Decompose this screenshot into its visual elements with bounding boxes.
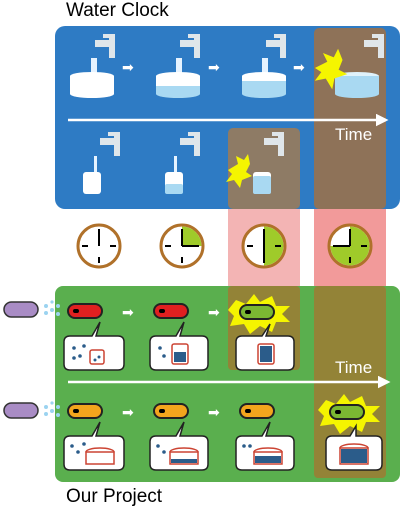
speech-bubble-icon: [149, 421, 209, 471]
water-tank-icon: [156, 72, 200, 98]
signal-molecules: [44, 401, 60, 417]
arrow-icon: ➡: [122, 405, 134, 421]
signal-molecules: [44, 300, 60, 316]
water-vessel-icon: [165, 172, 183, 194]
arrow-icon: ➡: [208, 305, 220, 321]
bacterium-pore: [73, 309, 79, 313]
arrow-icon: ➡: [208, 405, 220, 421]
speech-bubble-icon: [63, 321, 125, 371]
bacterium-pore: [159, 309, 165, 313]
clock-icon: [327, 223, 373, 269]
burst-icon: [226, 154, 252, 188]
bacterium-icon: [3, 301, 39, 318]
bacterium-icon: [239, 304, 275, 320]
bacterium-icon: [3, 402, 39, 419]
speech-bubble-icon: [235, 421, 295, 471]
faucet-icon: [180, 132, 200, 156]
bacterium-pore: [245, 409, 251, 413]
water-clock-row-2: [83, 132, 284, 194]
bacterium-icon: [329, 404, 365, 420]
water-stream: [174, 156, 177, 174]
water-stream: [94, 156, 97, 174]
clocks-row: [76, 223, 373, 269]
water-clock-row-1: ➡ ➡ ➡: [70, 34, 384, 98]
arrow-icon: ➡: [122, 305, 134, 321]
bacterium-pore: [159, 409, 165, 413]
water-vessel-icon: [83, 172, 101, 194]
time-label: Time: [335, 358, 372, 377]
water-vessel-icon: [253, 172, 271, 194]
water-clock-title: Water Clock: [66, 0, 169, 21]
faucet-icon: [100, 132, 120, 156]
bacterium-icon: [67, 303, 103, 319]
bacterium-icon: [153, 303, 189, 319]
faucet-icon: [264, 132, 284, 156]
arrow-icon: ➡: [122, 60, 134, 76]
water-tank-icon: [242, 72, 286, 98]
our-project-row-2: ➡ ➡: [3, 394, 383, 471]
bacterium-pore: [335, 410, 341, 414]
speech-bubble-icon: [325, 423, 383, 471]
bacterium-pore: [245, 310, 251, 314]
our-project-panel: [55, 286, 400, 482]
faucet-icon: [95, 34, 115, 58]
speech-bubble-icon: [235, 323, 295, 371]
our-project-title: Our Project: [66, 486, 163, 507]
water-stream: [262, 58, 268, 84]
bacterium-icon: [153, 403, 189, 419]
clock-icon: [159, 223, 205, 269]
arrow-icon: ➡: [293, 60, 305, 76]
water-tank-icon: [70, 72, 114, 98]
speech-bubble-icon: [63, 421, 125, 471]
our-project-row-1: ➡ ➡: [3, 294, 295, 371]
faucet-icon: [180, 34, 200, 58]
faucet-icon: [266, 34, 286, 58]
bacterium-pore: [73, 409, 79, 413]
bacterium-icon: [67, 403, 103, 419]
arrow-icon: ➡: [208, 60, 220, 76]
time-label: Time: [335, 125, 372, 144]
clock-icon: [241, 223, 287, 269]
burst-icon: [314, 48, 348, 90]
bacterium-icon: [239, 403, 275, 419]
faucet-icon: [364, 34, 384, 58]
speech-bubble-icon: [149, 321, 209, 371]
water-clock-panel: [55, 26, 400, 209]
clock-icon: [76, 223, 122, 269]
